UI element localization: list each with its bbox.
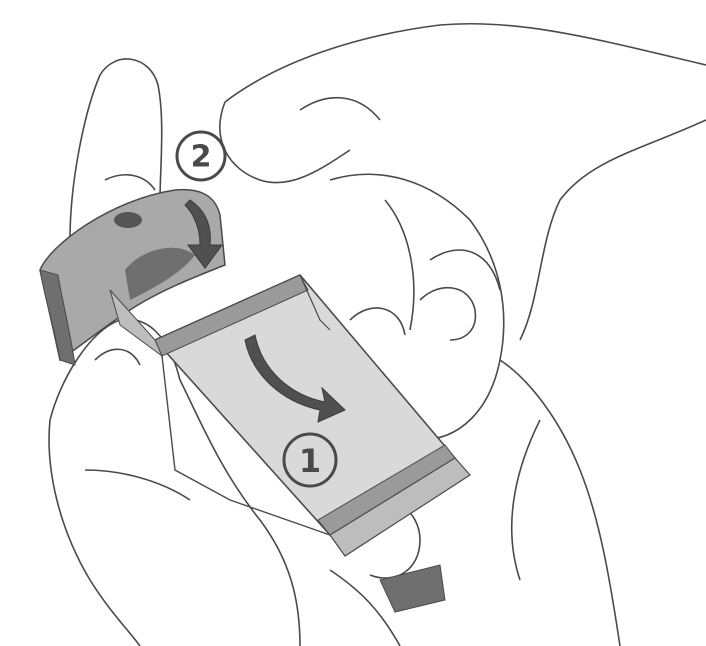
- step-1-marker: 1: [284, 434, 336, 486]
- step-2-marker: 2: [177, 132, 225, 180]
- step-2-number: 2: [191, 140, 212, 175]
- step-1-number: 1: [299, 442, 321, 480]
